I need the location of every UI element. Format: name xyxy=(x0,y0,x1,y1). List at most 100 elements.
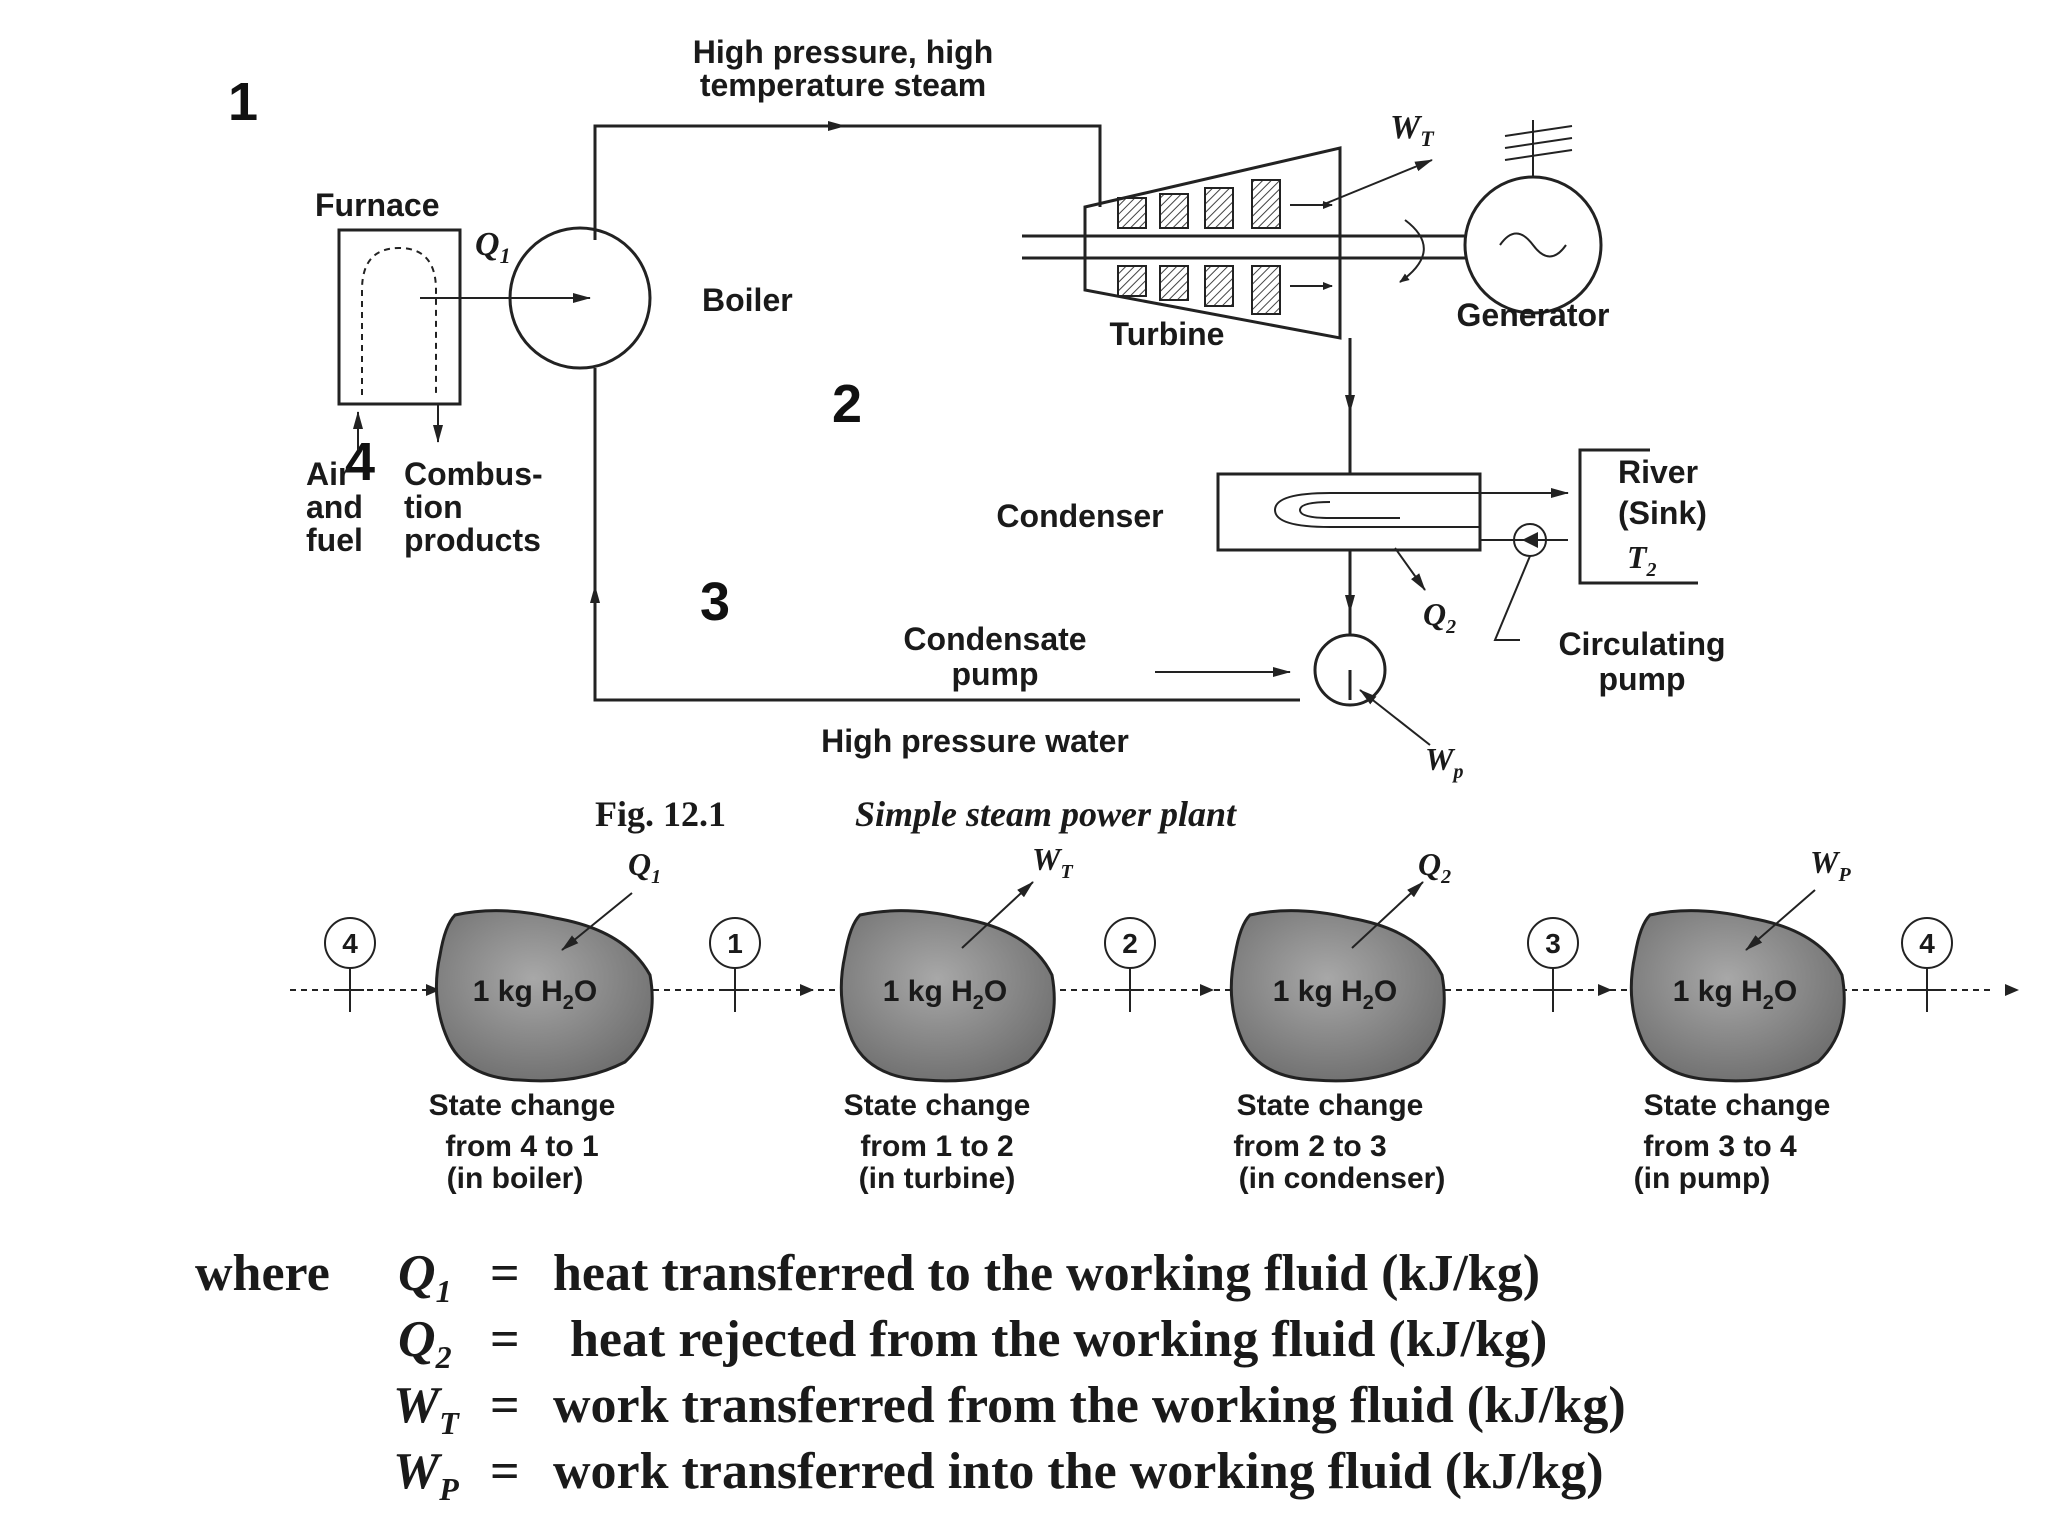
svg-text:State change: State change xyxy=(844,1089,1031,1122)
wt-output-arrow xyxy=(1321,159,1433,206)
rotation-arrow xyxy=(1399,219,1425,283)
svg-text:=: = xyxy=(490,1311,520,1368)
heat-q2-arrow xyxy=(1394,547,1426,591)
comb-label-1: Combus- xyxy=(404,456,543,492)
svg-text:work transferred from the work: work transferred from the working fluid … xyxy=(553,1377,1626,1434)
condenser-label: Condenser xyxy=(996,498,1163,534)
ac-symbol-icon xyxy=(1499,232,1567,258)
svg-text:1 kg H2O: 1 kg H2O xyxy=(1673,975,1798,1014)
air-label-1: Air xyxy=(306,456,350,492)
state-marker-4-end: 4 xyxy=(1901,917,1953,1012)
svg-text:(in turbine): (in turbine) xyxy=(859,1162,1016,1195)
cooling-coil xyxy=(1273,492,1480,528)
circ-pump-label-2: pump xyxy=(1598,661,1685,697)
water-blob-condenser: 1 kg H2O xyxy=(1229,909,1446,1083)
legend-row-q2: Q2 = heat rejected from the working flui… xyxy=(398,1311,1547,1375)
svg-text:State change: State change xyxy=(1237,1089,1424,1122)
svg-text:State change: State change xyxy=(1644,1089,1831,1122)
feedwater-pipe xyxy=(593,368,1300,702)
wp-label: Wp xyxy=(1425,741,1463,783)
state-marker-1: 1 xyxy=(709,917,761,1012)
generator-label: Generator xyxy=(1457,297,1610,333)
svg-text:=: = xyxy=(490,1443,520,1500)
state-marker-3: 3 xyxy=(1527,917,1579,1012)
furnace-label: Furnace xyxy=(315,187,439,223)
wp-in-arrow xyxy=(1745,889,1816,951)
svg-text:WP: WP xyxy=(393,1443,459,1507)
svg-text:2: 2 xyxy=(1122,928,1138,959)
svg-text:Q1: Q1 xyxy=(398,1245,452,1309)
svg-text:heat transferred to the workin: heat transferred to the working fluid (k… xyxy=(553,1245,1540,1302)
legend-where: where xyxy=(195,1245,330,1302)
legend-row-wp: WP = work transferred into the working f… xyxy=(393,1443,1604,1507)
air-label-3: fuel xyxy=(306,522,363,558)
boiler-label: Boiler xyxy=(702,282,793,318)
svg-text:1 kg H2O: 1 kg H2O xyxy=(883,975,1008,1014)
svg-text:(in condenser): (in condenser) xyxy=(1239,1162,1446,1195)
figure-title: Simple steam power plant xyxy=(855,794,1237,834)
figure-number: Fig. 12.1 xyxy=(595,794,726,834)
q2-out-arrow xyxy=(1351,881,1424,949)
marker-2: 2 xyxy=(832,374,862,434)
furnace-box xyxy=(337,228,462,406)
process-arrowheads xyxy=(426,984,2019,996)
svg-text:3: 3 xyxy=(1545,928,1561,959)
boiler-drum xyxy=(508,226,652,370)
water-blob-pump: 1 kg H2O xyxy=(1629,909,1846,1083)
process-q2-label: Q2 xyxy=(1418,846,1451,888)
svg-text:from 3 to 4: from 3 to 4 xyxy=(1643,1130,1797,1163)
comb-label-3: products xyxy=(404,522,541,558)
marker-1: 1 xyxy=(228,72,258,132)
svg-text:4: 4 xyxy=(342,928,358,959)
svg-text:=: = xyxy=(490,1245,520,1302)
water-blob-turbine: 1 kg H2O xyxy=(839,909,1056,1083)
svg-text:(in pump): (in pump) xyxy=(1634,1162,1771,1195)
steam-label-line2: temperature steam xyxy=(700,67,986,103)
circ-pump-label-1: Circulating xyxy=(1558,626,1725,662)
svg-text:Q2: Q2 xyxy=(398,1311,452,1375)
svg-text:1: 1 xyxy=(727,928,743,959)
svg-text:1 kg H2O: 1 kg H2O xyxy=(473,975,598,1014)
air-label-2: and xyxy=(306,489,363,525)
turbine-casing xyxy=(1083,146,1342,340)
marker-3: 3 xyxy=(700,572,730,632)
ground-lines-icon xyxy=(1504,120,1573,177)
furnace-flame-path xyxy=(361,246,437,395)
circulating-pump-leader xyxy=(1493,555,1531,641)
steam-label-line1: High pressure, high xyxy=(693,34,993,70)
turbine-blades xyxy=(1117,179,1281,315)
wp-input-arrow xyxy=(1359,689,1431,746)
wt-out-arrow xyxy=(961,881,1034,949)
svg-text:heat rejected from the working: heat rejected from the working fluid (kJ… xyxy=(570,1311,1547,1368)
svg-text:from 1 to 2: from 1 to 2 xyxy=(860,1130,1013,1163)
step-pump-text: State change from 3 to 4 (in pump) xyxy=(1634,1089,1831,1195)
q2-label: Q2 xyxy=(1423,596,1456,638)
step-turbine-text: State change from 1 to 2 (in turbine) xyxy=(844,1089,1031,1195)
wt-label: WT xyxy=(1390,109,1435,151)
process-wp-label: WP xyxy=(1810,844,1851,886)
state-marker-2: 2 xyxy=(1104,917,1156,1012)
marker-4: 4 xyxy=(345,432,375,492)
steam-pipe xyxy=(593,124,1102,240)
svg-text:=: = xyxy=(490,1377,520,1434)
circulating-pump-arrow xyxy=(1522,532,1538,548)
condenser-shell xyxy=(1216,472,1482,552)
svg-text:from 2 to 3: from 2 to 3 xyxy=(1233,1130,1386,1163)
svg-text:WT: WT xyxy=(393,1377,460,1441)
water-blob-boiler: 1 kg H2O xyxy=(434,909,654,1083)
svg-text:from 4 to 1: from 4 to 1 xyxy=(445,1130,598,1163)
hp-water-label: High pressure water xyxy=(821,723,1129,759)
cooling-coil-inner xyxy=(1298,501,1400,519)
svg-text:work transferred into the work: work transferred into the working fluid … xyxy=(553,1443,1604,1500)
svg-text:State change: State change xyxy=(429,1089,616,1122)
svg-text:(in boiler): (in boiler) xyxy=(447,1162,584,1195)
q1-in-arrow xyxy=(561,892,633,951)
q1-label: Q1 xyxy=(475,226,511,268)
cond-pump-label-2: pump xyxy=(951,656,1038,692)
legend-row-q1: Q1 = heat transferred to the working flu… xyxy=(398,1245,1540,1309)
legend-row-wt: WT = work transferred from the working f… xyxy=(393,1377,1626,1441)
comb-label-2: tion xyxy=(404,489,463,525)
turbine-label: Turbine xyxy=(1110,316,1225,352)
